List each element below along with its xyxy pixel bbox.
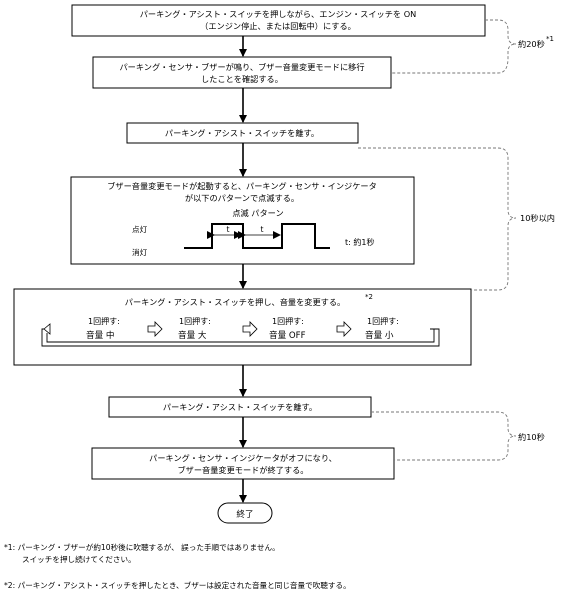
footnote-2-line-1: パーキング・アシスト・スイッチを押したとき、ブザーは設定された音量と同じ音量で吹…: [17, 581, 351, 590]
cycle-step-2-line-1: 1回押す:: [179, 316, 211, 326]
footnote-2-mark: *2:: [4, 581, 16, 590]
end-label: 終了: [236, 508, 253, 520]
step-7-line-2: ブザー音量変更モードが終了する。: [177, 465, 308, 475]
blink-pattern-title: 点滅 パターン: [232, 208, 283, 218]
cycle-arrow-1-icon: [147, 321, 163, 337]
bracket-2-line: [358, 147, 517, 291]
cycle-step-3-line-1: 1回押す:: [272, 316, 304, 326]
light-off-label: 消灯: [132, 247, 148, 257]
step-4-line-1: ブザー音量変更モードが起動すると、パーキング・センサ・インジケータ: [107, 181, 377, 191]
cycle-arrow-3-icon: [336, 321, 352, 337]
t-off-label: t: [261, 225, 264, 234]
footnote-1-continued: スイッチを押し続けてください。: [22, 554, 136, 565]
cycle-loop-outer: [41, 328, 440, 347]
cycle-step-1-line-1: 1回押す:: [88, 316, 120, 326]
cycle-step-4-line-2: 音量 小: [365, 329, 394, 341]
cycle-loop-inner: [46, 328, 435, 343]
bracket-1-line: [391, 19, 517, 74]
footnote-1-line-2: スイッチを押し続けてください。: [22, 555, 136, 564]
cycle-loop-arrowhead: [43, 323, 51, 335]
bracket-3-label: 約10秒: [518, 432, 545, 442]
step-5-footnote-mark: *2: [365, 293, 373, 301]
step-1-box: [71, 4, 486, 37]
step-5-box: [13, 288, 472, 366]
step-5-text: パーキング・アシスト・スイッチを押し、音量を変更する。: [125, 297, 346, 307]
step-3-text: パーキング・アシスト・スイッチを離す。: [165, 128, 319, 138]
t-on-label: t: [227, 225, 230, 234]
footnote-1-mark: *1:: [4, 543, 16, 552]
bracket-3-line: [371, 411, 517, 461]
t-note: t: 約1秒: [345, 237, 374, 247]
cycle-step-2-line-2: 音量 大: [178, 329, 207, 341]
bracket-1-mark: *1: [546, 35, 554, 43]
bracket-2-label: 10秒以内: [520, 213, 555, 223]
footnote-1: *1: パーキング・ブザーが約10秒後に吹聴するが、 誤った手順ではありません。: [4, 542, 280, 553]
light-on-label: 点灯: [132, 224, 148, 234]
step-7-box: [91, 447, 395, 480]
step-1-line-1: パーキング・アシスト・スイッチを押しながら、エンジン・スイッチを ON: [140, 9, 417, 19]
cycle-arrow-2-icon: [242, 321, 258, 337]
step-4-box: [70, 176, 415, 265]
step-7-line-1: パーキング・センサ・インジケータがオフになり、: [149, 453, 337, 463]
step-1-line-2: （エンジン停止、または回転中）にする。: [200, 21, 356, 31]
footnote-1-line-1: パーキング・ブザーが約10秒後に吹聴するが、 誤った手順ではありません。: [17, 543, 280, 552]
footnote-2: *2: パーキング・アシスト・スイッチを押したとき、ブザーは設定された音量と同じ…: [4, 580, 351, 591]
bracket-1-label: 約20秒: [518, 39, 545, 49]
end-terminator: [217, 502, 273, 524]
step-2-box: [92, 56, 392, 89]
step-6-box: [108, 396, 372, 418]
step-2-line-2: したことを確認する。: [201, 74, 283, 84]
cycle-step-1-line-2: 音量 中: [86, 329, 115, 341]
step-4-line-2: が以下のパターンで点滅する。: [185, 193, 299, 203]
cycle-step-4-line-1: 1回押す:: [367, 316, 399, 326]
step-6-text: パーキング・アシスト・スイッチを離す。: [163, 402, 317, 412]
step-2-line-1: パーキング・センサ・ブザーが鳴り、ブザー音量変更モードに移行: [119, 62, 364, 72]
cycle-step-3-line-2: 音量 OFF: [269, 329, 306, 341]
